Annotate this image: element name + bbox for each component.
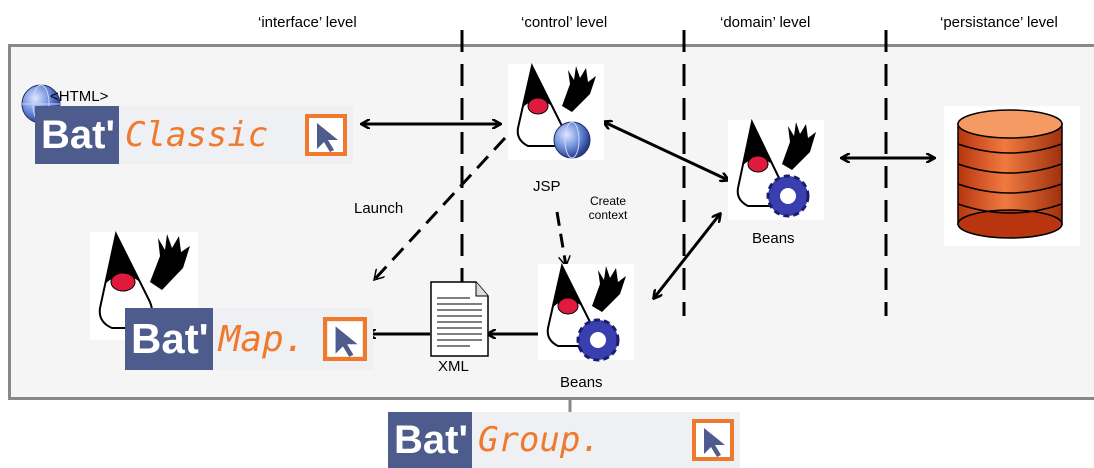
duke-icon (728, 118, 824, 220)
cursor-logo-icon (323, 308, 373, 370)
gear-icon (766, 174, 810, 218)
beans-domain-label: Beans (752, 230, 795, 247)
beans-beans-arrow (654, 214, 720, 298)
bat-map-logo: Bat' Map. (125, 308, 373, 370)
jsp-beans-domain-arrow (604, 122, 728, 180)
control-level-label: ‘control’ level (521, 14, 608, 31)
domain-level-label: ‘domain’ level (720, 14, 811, 31)
jsp-label: JSP (533, 178, 561, 195)
interface-level-label: ‘interface’ level (258, 14, 357, 31)
persistence-level-label: ‘persistance’ level (940, 14, 1058, 31)
bat-classic-logo: Bat' Classic (35, 106, 353, 164)
html-tag-label: <HTML> (50, 88, 109, 105)
globe-icon (553, 121, 591, 159)
cursor-logo-icon (305, 106, 353, 164)
bat-map-product: Map. (212, 308, 323, 370)
gear-icon (576, 318, 620, 362)
launch-arrow (372, 136, 507, 280)
cursor-logo-icon (692, 412, 740, 468)
database-icon (944, 106, 1080, 246)
bat-map-brand: Bat' (131, 315, 209, 362)
bat-group-brand: Bat' (394, 417, 468, 462)
beans-control-label: Beans (560, 374, 603, 391)
xml-label: XML (438, 358, 469, 375)
launch-label: Launch (354, 200, 404, 217)
bat-classic-brand: Bat' (41, 112, 115, 157)
bat-group-product: Group. (471, 412, 692, 468)
bat-group-logo: Bat' Group. (388, 412, 740, 468)
create-context-label: Create context (588, 194, 628, 222)
create-context-arrow (555, 211, 566, 266)
bat-classic-product: Classic (118, 106, 305, 164)
document-icon (430, 281, 489, 357)
